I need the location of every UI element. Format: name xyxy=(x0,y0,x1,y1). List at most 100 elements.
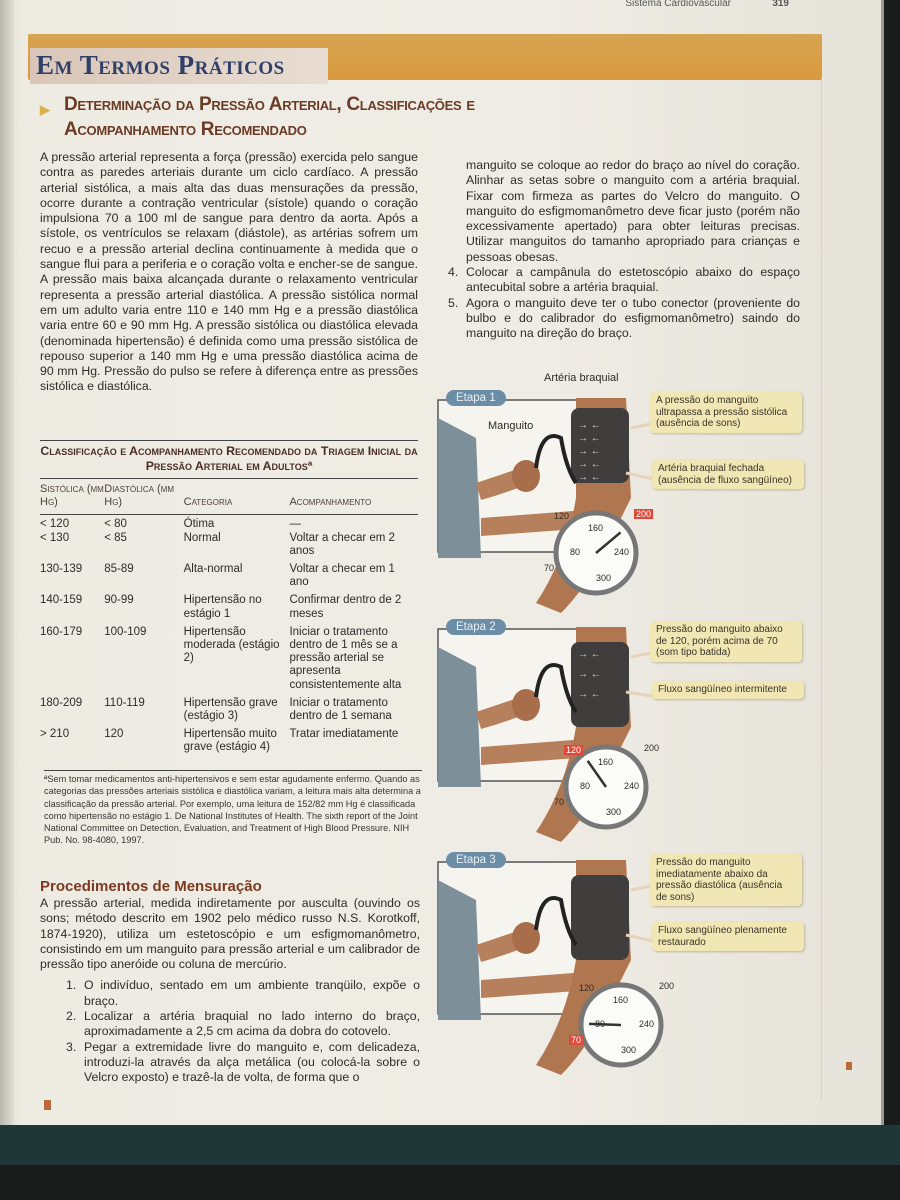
step-number: 3. xyxy=(66,1039,77,1054)
gauge-tick-label: 300 xyxy=(596,573,612,583)
table-cell: > 210 xyxy=(40,728,70,741)
table-row: 160-179 100-109 Hipertensão moderada (está… xyxy=(40,623,418,694)
gauge-needle xyxy=(595,531,622,554)
banner-title: Em Termos Práticos xyxy=(30,48,328,84)
table-cell: Iniciar o tratamento dentro de 1 mês se … xyxy=(289,625,402,691)
step-item: 5.Agora o manguito deve ter o tubo conec… xyxy=(448,296,800,342)
classification-table: Classificação e Acompanhamento Recomenda… xyxy=(40,440,418,757)
col-systolic: Sistólica (mm Hg) xyxy=(40,479,105,516)
col-category: Categoria xyxy=(183,479,290,516)
step-3-continuation: manguito se coloque ao redor do braço ao… xyxy=(466,158,800,264)
cuff xyxy=(571,875,629,960)
arrow-icon: → ← xyxy=(578,649,601,660)
table-cell: Hipertensão moderada (estágio 2) xyxy=(183,625,280,665)
page-marker xyxy=(44,1100,51,1110)
table-cell: Tratar imediatamente xyxy=(289,728,399,741)
procedures-heading: Procedimentos de Mensuração xyxy=(40,878,262,895)
table-title: Classificação e Acompanhamento Recomenda… xyxy=(40,444,418,473)
step-text: Colocar a campânula do estetoscópio abai… xyxy=(466,265,800,295)
gauge-tick-label: 160 xyxy=(588,523,604,533)
arrow-icon: → ← xyxy=(578,433,601,444)
step-number: 4. xyxy=(448,265,459,280)
feature-box xyxy=(28,80,822,1100)
step-text: Pegar a extremidade livre do manguito e,… xyxy=(84,1039,420,1085)
illustration: → ← → ← → ← xyxy=(437,627,672,842)
gauge-tick-label: 120 xyxy=(579,983,595,993)
step-number: 5. xyxy=(448,295,459,310)
table-cell: Ótima Normal xyxy=(183,518,221,544)
table-cell: 160-179 xyxy=(40,625,83,638)
table-cell: 110-119 xyxy=(104,696,145,709)
table-cell: Confirmar dentro de 2 meses xyxy=(289,594,402,620)
table-cell: 85-89 xyxy=(104,563,134,576)
figure-stage-3: Etapa 3 Pressão do manguito imediatament… xyxy=(436,850,846,1075)
table-cell: Hipertensão grave (estágio 3) xyxy=(183,696,278,723)
section-heading-text: Determinação da Pressão Arterial, Classi… xyxy=(64,94,475,140)
clinician-shirt xyxy=(438,647,481,787)
arrow-icon: → ← xyxy=(578,689,601,700)
illustration: → ←→ ←→ ←→ ←→ ← xyxy=(437,398,672,613)
step-item: 4. Colocar a campânula do estetoscópio ab… xyxy=(448,265,800,296)
table-cell: < 120 < 130 xyxy=(40,518,70,544)
clinician-shirt xyxy=(438,880,481,1020)
table-cell: Iniciar o tratamento dentro de 1 semana xyxy=(289,696,392,723)
stage-badge: Etapa 3 xyxy=(446,852,506,868)
table-cell: 180-209 xyxy=(40,696,83,709)
gauge-tick-label: 80 xyxy=(595,1019,606,1029)
table-row: > 210 120 Hipertensão muito grave (estágio… xyxy=(40,725,418,756)
table-cell: Hipertensão no estágio 1 xyxy=(183,594,262,620)
gauge-tick-label: 70 xyxy=(554,797,565,807)
step-text: Localizar a artéria braquial no lado int… xyxy=(84,1009,420,1039)
col-followup: Acompanhamento xyxy=(289,479,418,516)
cuff xyxy=(571,642,629,727)
callout-box: A pressão do manguito ultrapassa a press… xyxy=(650,392,802,433)
table-cell: Hipertensão muito grave (estágio 4) xyxy=(183,728,277,754)
figure-stage-2: → ←→ ←→ ← Etapa 2 Pressão do manguito ab… xyxy=(436,617,846,842)
step-number: 1. xyxy=(66,978,77,993)
step-item: 2. Localizar a artéria braquial no lado i… xyxy=(66,1009,420,1040)
table-row: < 120 < 130 < 80 < 85 Ótima Normal — Voltar… xyxy=(40,515,418,560)
table-cell: Alta-normal xyxy=(183,563,243,576)
table-cell: 140-159 xyxy=(40,594,83,607)
intro-paragraph: A pressão arterial representa a força (p… xyxy=(40,150,418,394)
table-footnote: ªSem tomar medicamentos anti-hipertensiv… xyxy=(44,770,422,847)
step-text: O indivíduo, sentado em um ambiente tran… xyxy=(84,978,420,1008)
step-item: 3. Pegar a extremidade livre do manguito … xyxy=(66,1040,420,1086)
callout-box: Fluxo sangüíneo intermitente xyxy=(652,681,804,699)
cuff xyxy=(571,408,629,483)
book-page: Sistema Cardiovascular 319 Em Termos Prá… xyxy=(0,0,884,1125)
gauge-tick-label: 300 xyxy=(606,807,622,817)
section-heading: ▶ Determinação da Pressão Arterial, Clas… xyxy=(40,92,600,142)
running-head: Sistema Cardiovascular xyxy=(625,0,731,9)
gauge-tick-label: 80 xyxy=(580,781,591,791)
gauge-tick-label: 240 xyxy=(639,1019,655,1029)
triangle-bullet-icon: ▶ xyxy=(40,102,50,117)
arrow-icon: → ← xyxy=(578,446,601,457)
procedures-text: A pressão arterial, medida indiretamente… xyxy=(40,896,420,972)
cuff-label: Manguito xyxy=(488,420,534,432)
arrow-icon: → ← xyxy=(578,669,601,680)
step-number: 2. xyxy=(66,1009,77,1024)
gauge-tick-label: 70 xyxy=(544,563,555,573)
right-column-text: manguito se coloque ao redor do braço ao… xyxy=(448,158,800,342)
page-marker xyxy=(846,1062,852,1070)
gauge-tick-label: 160 xyxy=(613,995,629,1005)
clinician-arm xyxy=(481,972,591,998)
table-cell: 100-109 xyxy=(104,625,147,638)
col-diastolic: Diastólica (mm Hg) xyxy=(104,479,184,516)
table-cell: — Voltar a checar em 2 anos xyxy=(289,518,395,557)
gauge-highlight-label: 70 xyxy=(569,1035,584,1045)
illustration xyxy=(437,860,672,1075)
artery-label: Artéria braquial xyxy=(544,372,619,384)
procedures-section: Procedimentos de Mensuração A pressão ar… xyxy=(40,878,420,1086)
gauge-tick-label: 120 xyxy=(554,511,570,521)
gauge-needle xyxy=(586,760,608,788)
tube xyxy=(534,663,578,714)
table-cell: 120 xyxy=(104,728,124,741)
hand-bulb xyxy=(512,689,540,721)
table-cell: < 80 < 85 xyxy=(104,518,127,544)
gauge-tick-label: 300 xyxy=(621,1045,637,1055)
table-cell: 130-139 xyxy=(40,563,83,576)
callout-box: Fluxo sangüíneo plenamente restaurado xyxy=(652,922,804,951)
